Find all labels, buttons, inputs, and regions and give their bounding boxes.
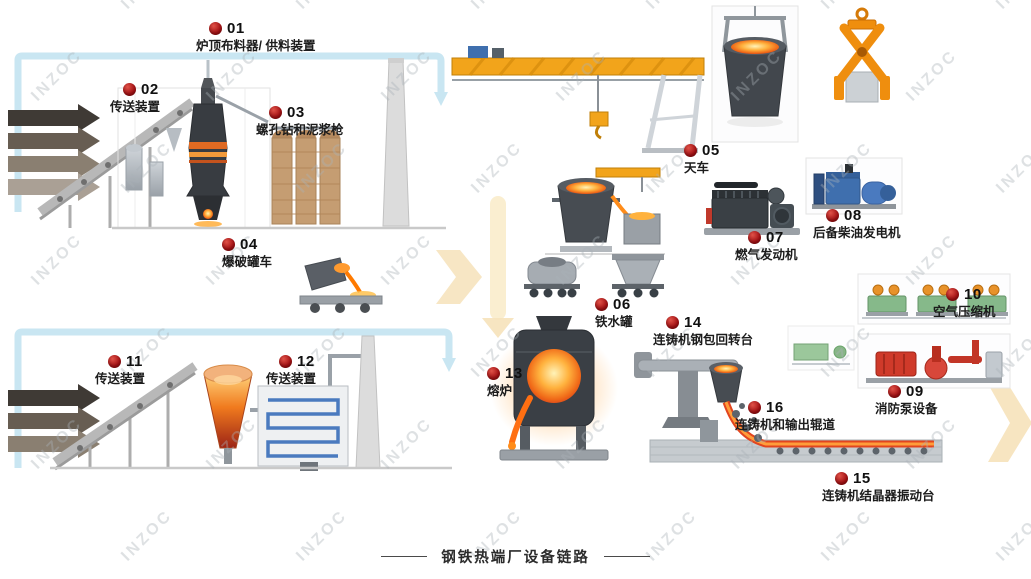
equipment-number: 13: [505, 365, 523, 382]
air-compressors: [857, 273, 1011, 325]
heat-exchanger: [250, 354, 366, 471]
equipment-marker-16: 16 连铸机和输出辊道: [735, 399, 835, 433]
red-dot-icon: [108, 355, 121, 368]
equipment-marker-01: 01 炉顶布料器/ 供料装置: [196, 20, 315, 54]
equipment-marker-07: 07 燃气发动机: [735, 229, 798, 263]
ladle-turret: [634, 352, 743, 428]
feed-arrows-bottom: [8, 384, 100, 458]
cooling-pipe-bottom: [14, 328, 456, 468]
caption-dash-left: [381, 556, 428, 557]
gas-engine: [704, 182, 800, 235]
lifting-tongs: [834, 7, 890, 103]
red-dot-icon: [835, 472, 848, 485]
equipment-number: 15: [853, 470, 871, 487]
red-dot-icon: [748, 231, 761, 244]
equipment-name: 爆破罐车: [222, 255, 273, 269]
equipment-marker-10: 10 空气压缩机: [933, 286, 996, 320]
equipment-name: 螺孔钻和泥浆枪: [256, 123, 344, 137]
ladle-pour-station: [545, 167, 665, 255]
equipment-marker-13: 13 熔炉: [487, 365, 523, 399]
equipment-number: 04: [240, 236, 258, 253]
equipment-number: 12: [297, 353, 315, 370]
equipment-number: 06: [613, 296, 631, 313]
feed-arrows-top: [8, 104, 100, 201]
equipment-number: 08: [844, 207, 862, 224]
equipment-number: 07: [766, 229, 784, 246]
equipment-number: 01: [227, 20, 245, 37]
blast-tank-car: [299, 257, 383, 313]
equipment-marker-08: 08 后备柴油发电机: [813, 207, 901, 241]
equipment-marker-14: 14 连铸机钢包回转台: [653, 314, 753, 348]
equipment-name: 天车: [684, 161, 710, 175]
red-dot-icon: [946, 288, 959, 301]
equipment-marker-09: 09 消防泵设备: [875, 383, 938, 417]
equipment-name: 传送装置: [95, 372, 146, 386]
steel-ladle-display: [711, 5, 799, 143]
equipment-number: 10: [964, 286, 982, 303]
equipment-marker-02: 02 传送装置: [110, 81, 160, 115]
equipment-marker-05: 05 天车: [684, 142, 720, 176]
equipment-name: 后备柴油发电机: [813, 226, 901, 240]
blast-furnace: [117, 60, 271, 229]
cooling-pipe-top: [14, 52, 448, 212]
equipment-number: 11: [126, 353, 143, 370]
melting-furnace: [490, 316, 618, 461]
equipment-name: 连铸机和输出辊道: [735, 418, 836, 432]
equipment-number: 09: [906, 383, 924, 400]
equipment-number: 05: [702, 142, 720, 159]
red-dot-icon: [279, 355, 292, 368]
inclined-conveyor-bottom: [52, 362, 198, 471]
red-dot-icon: [209, 22, 222, 35]
equipment-number: 03: [287, 104, 305, 121]
equipment-marker-06: 06 铁水罐: [595, 296, 633, 330]
red-dot-icon: [826, 209, 839, 222]
red-dot-icon: [666, 316, 679, 329]
diagram-caption: 钢铁热端厂设备链路: [0, 546, 1031, 567]
red-dot-icon: [222, 238, 235, 251]
equipment-name: 传送装置: [266, 372, 317, 386]
equipment-number: 14: [684, 314, 702, 331]
equipment-marker-11: 11 传送装置: [95, 353, 145, 387]
fire-pump-set: [857, 333, 1011, 389]
hot-metal-cars: [524, 254, 664, 298]
chimney-top: [382, 58, 410, 227]
caption-dash-right: [603, 556, 650, 557]
equipment-name: 连铸机结晶器振动台: [822, 489, 935, 503]
red-dot-icon: [269, 106, 282, 119]
red-dot-icon: [123, 83, 136, 96]
equipment-name: 铁水罐: [595, 315, 633, 329]
equipment-name: 炉顶布料器/ 供料装置: [196, 39, 316, 53]
equipment-marker-03: 03 螺孔钻和泥浆枪: [256, 104, 344, 138]
red-dot-icon: [595, 298, 608, 311]
flow-arrow-right: [988, 384, 1031, 462]
overhead-crane: [451, 46, 705, 153]
equipment-name: 连铸机钢包回转台: [653, 333, 754, 347]
hopper-vessel: [203, 364, 253, 464]
equipment-marker-12: 12 传送装置: [266, 353, 316, 387]
flow-arrow-vertical: [482, 196, 514, 338]
equipment-marker-04: 04 爆破罐车: [222, 236, 272, 270]
equipment-name: 空气压缩机: [933, 305, 996, 319]
inclined-conveyor-top: [37, 98, 195, 228]
flow-arrow-mid: [436, 250, 482, 304]
caster-strand: [649, 400, 943, 463]
equipment-number: 16: [766, 399, 784, 416]
equipment-name: 熔炉: [487, 384, 513, 398]
equipment-number: 02: [141, 81, 159, 98]
hot-stoves: [271, 126, 341, 225]
hydraulic-unit: [787, 325, 855, 371]
equipment-name: 消防泵设备: [875, 402, 938, 416]
red-dot-icon: [888, 385, 901, 398]
diesel-generator: [805, 157, 903, 215]
equipment-marker-15: 15 连铸机结晶器振动台: [822, 470, 935, 504]
red-dot-icon: [748, 401, 761, 414]
red-dot-icon: [684, 144, 697, 157]
equipment-name: 燃气发动机: [735, 248, 798, 262]
red-dot-icon: [487, 367, 500, 380]
equipment-name: 传送装置: [110, 100, 161, 114]
caption-title: 钢铁热端厂设备链路: [441, 550, 590, 566]
